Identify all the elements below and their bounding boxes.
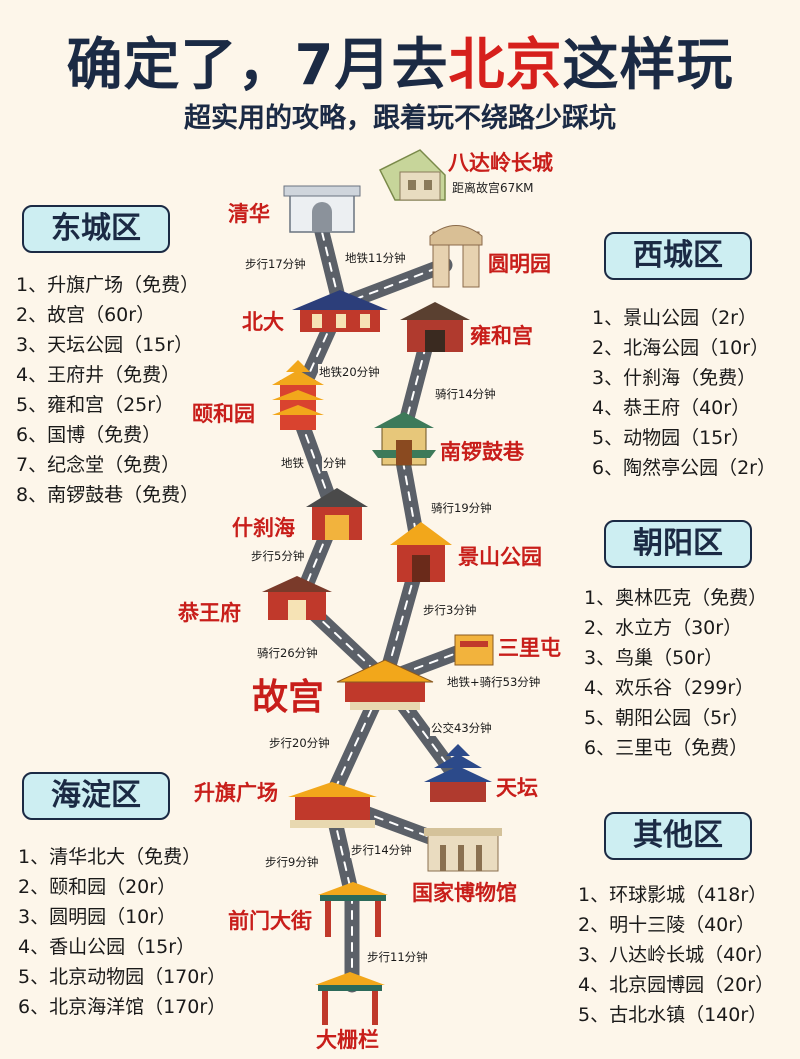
edge-sch-gwf: 步行5分钟 — [250, 548, 306, 564]
title-part1: 确定了，7月去 — [66, 33, 449, 98]
label-qianmen: 前门大街 — [228, 909, 312, 933]
haidian-list: 1、清华北大（免费） 2、颐和园（20r） 3、圆明园（10r） 4、香山公园（… — [18, 842, 226, 1022]
yonghegong-icon — [400, 302, 470, 352]
list-item: 5、动物园（15r） — [592, 427, 751, 449]
list-item: 3、天坛公园（15r） — [16, 334, 194, 356]
label-nanluoguxiang: 南锣鼓巷 — [440, 440, 524, 464]
list-item: 1、环球影城（418r） — [578, 884, 768, 906]
list-item: 7、纪念堂（免费） — [16, 454, 181, 476]
edge-nlg-js: 骑行19分钟 — [430, 500, 493, 516]
list-item: 5、雍和宫（25r） — [16, 394, 175, 416]
list-item: 2、明十三陵（40r） — [578, 914, 756, 936]
other-list: 1、环球影城（418r） 2、明十三陵（40r） 3、八达岭长城（40r） 4、… — [578, 880, 774, 1030]
shichahai-icon — [306, 488, 368, 540]
label-shichahai: 什刹海 — [232, 516, 295, 540]
list-item: 3、圆明园（10r） — [18, 906, 177, 928]
label-tiantan: 天坛 — [496, 776, 538, 800]
list-item: 4、欢乐谷（299r） — [584, 677, 755, 699]
label-qinghua: 清华 — [228, 202, 270, 226]
district-haidian: 海淀区 — [22, 772, 170, 820]
edge-yhy-sch-2: 分钟 — [322, 455, 347, 471]
list-item: 4、王府井（免费） — [16, 364, 181, 386]
yuanmingyuan-icon — [429, 225, 483, 288]
district-other: 其他区 — [604, 812, 752, 860]
label-gugong: 故宫 — [252, 677, 325, 718]
list-item: 4、北京园博园（20r） — [578, 974, 775, 996]
label-sanlitun: 三里屯 — [498, 636, 561, 660]
list-item: 6、陶然亭公园（2r） — [592, 457, 776, 479]
edge-gg-slt: 地铁+骑行53分钟 — [446, 674, 542, 690]
label-beida: 北大 — [242, 310, 284, 334]
nanluoguxiang-icon — [372, 412, 436, 466]
gugong-icon — [336, 659, 434, 710]
list-item: 2、北海公园（10r） — [592, 337, 770, 359]
label-yiheyuan: 颐和园 — [192, 402, 255, 426]
edge-gwf-gg: 骑行26分钟 — [256, 645, 319, 661]
list-item: 4、香山公园（15r） — [18, 936, 196, 958]
edge-qh-bd: 步行17分钟 — [244, 256, 307, 272]
great-wall-icon — [378, 149, 446, 201]
edge-bd-ymy: 地铁11分钟 — [344, 250, 407, 266]
tiantan-icon — [424, 744, 492, 802]
label-gongwangfu: 恭王府 — [178, 601, 241, 625]
dongcheng-list: 1、升旗广场（免费） 2、故宫（60r） 3、天坛公园（15r） 4、王府井（免… — [16, 270, 199, 510]
list-item: 5、古北水镇（140r） — [578, 1004, 768, 1026]
chaoyang-list: 1、奥林匹克（免费） 2、水立方（30r） 3、鸟巢（50r） 4、欢乐谷（29… — [584, 583, 767, 763]
page-subtitle: 超实用的攻略，跟着玩不绕路少踩坑 — [184, 103, 616, 134]
label-yuanmingyuan: 圆明园 — [488, 252, 551, 276]
edge-gg-sq: 步行20分钟 — [268, 735, 331, 751]
edge-sq-qm: 步行9分钟 — [264, 854, 320, 870]
page-title: 确定了，7月去北京这样玩 — [0, 20, 800, 101]
title-highlight: 北京 — [448, 33, 563, 98]
list-item: 1、景山公园（2r） — [592, 307, 757, 329]
label-dashilan: 大栅栏 — [316, 1028, 379, 1052]
list-item: 2、水立方（30r） — [584, 617, 743, 639]
dashilan-arch-icon — [315, 972, 385, 1025]
edge-bd-yhy: 地铁20分钟 — [318, 364, 381, 380]
list-item: 2、颐和园（20r） — [18, 876, 177, 898]
edge-sq-gb: 步行14分钟 — [350, 842, 413, 858]
label-badaling: 八达岭长城 — [448, 151, 553, 175]
beida-building-icon — [292, 290, 388, 332]
yiheyuan-pagoda-icon — [272, 360, 324, 430]
list-item: 5、朝阳公园（5r） — [584, 707, 749, 729]
xicheng-list: 1、景山公园（2r） 2、北海公园（10r） 3、什刹海（免费） 4、恭王府（4… — [592, 303, 776, 483]
label-jingshan: 景山公园 — [458, 545, 542, 569]
label-badaling-note: 距离故宫67KM — [452, 181, 534, 195]
list-item: 6、国博（免费） — [16, 424, 162, 446]
list-item: 1、升旗广场（免费） — [16, 274, 200, 296]
qianmen-arch-icon — [318, 882, 388, 937]
edge-js-gg: 步行3分钟 — [422, 602, 478, 618]
list-item: 3、鸟巢（50r） — [584, 647, 724, 669]
list-item: 4、恭王府（40r） — [592, 397, 751, 419]
list-item: 3、八达岭长城（40r） — [578, 944, 775, 966]
list-item: 6、三里屯（免费） — [584, 737, 749, 759]
district-chaoyang: 朝阳区 — [604, 520, 752, 568]
edge-qm-dsl: 步行11分钟 — [366, 949, 429, 965]
edge-yhg-nlg: 骑行14分钟 — [434, 386, 497, 402]
edge-yhy-sch: 地铁 — [280, 455, 305, 471]
district-dongcheng: 东城区 — [22, 205, 170, 253]
label-guobo: 国家博物馆 — [412, 881, 517, 905]
title-part2: 这样玩 — [562, 33, 734, 98]
sanlitun-icon — [454, 634, 494, 666]
list-item: 3、什刹海（免费） — [592, 367, 757, 389]
list-item: 1、奥林匹克（免费） — [584, 587, 768, 609]
list-item: 6、北京海洋馆（170r） — [18, 996, 227, 1018]
edge-gg-tt: 公交43分钟 — [430, 720, 493, 736]
qinghua-gate-icon — [283, 185, 361, 233]
district-xicheng: 西城区 — [604, 232, 752, 280]
shengqi-icon — [288, 782, 377, 828]
list-item: 8、南锣鼓巷（免费） — [16, 484, 200, 506]
gongwangfu-icon — [262, 576, 332, 620]
label-shengqi: 升旗广场 — [194, 781, 278, 805]
list-item: 2、故宫（60r） — [16, 304, 156, 326]
label-yonghegong: 雍和宫 — [470, 324, 533, 348]
jingshan-icon — [390, 522, 452, 582]
list-item: 5、北京动物园（170r） — [18, 966, 227, 988]
list-item: 1、清华北大（免费） — [18, 846, 202, 868]
guobo-icon — [424, 828, 502, 872]
